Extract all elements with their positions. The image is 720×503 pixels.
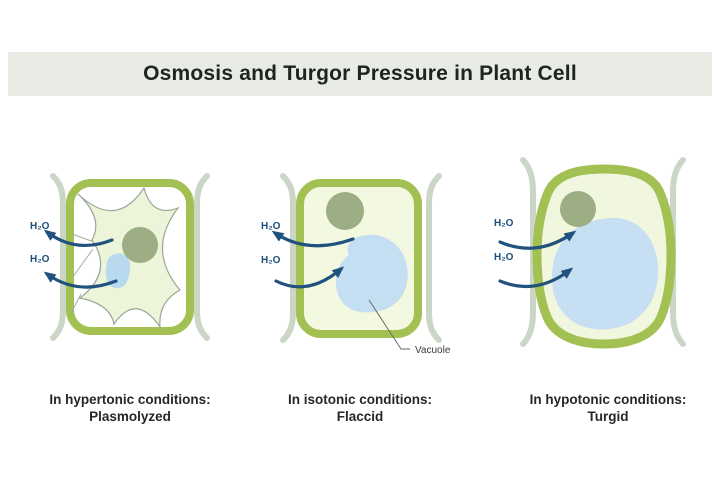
water-label: H₂O xyxy=(261,221,281,232)
isotonic-cell-illustration: H₂O H₂O Vacuole xyxy=(261,173,451,356)
vacuole xyxy=(105,253,131,289)
vacuole-pointer-line xyxy=(368,299,410,350)
membrane-strand xyxy=(71,233,95,243)
vacuole xyxy=(336,234,408,313)
water-outflow-arrow xyxy=(43,229,114,247)
caption-condition: In hypertonic conditions: xyxy=(49,392,211,407)
neighbor-cell-wall-right xyxy=(426,173,442,343)
caption-condition: In isotonic conditions: xyxy=(288,392,432,407)
vacuole-label: Vacuole xyxy=(415,345,451,356)
water-label: H₂O xyxy=(30,254,50,265)
water-inflow-arrow xyxy=(274,266,345,289)
caption-state: Plasmolyzed xyxy=(89,409,171,424)
hypotonic-cell-illustration: H₂O H₂O xyxy=(494,157,686,349)
caption-isotonic: In isotonic conditions: Flaccid xyxy=(250,391,470,425)
neighbor-cell-wall-left xyxy=(520,157,536,347)
panel-hypotonic: H₂O H₂O xyxy=(480,145,715,375)
caption-state: Flaccid xyxy=(336,409,384,424)
caption-state: Turgid xyxy=(587,409,629,424)
water-label: H₂O xyxy=(30,221,50,232)
nucleus xyxy=(122,227,158,263)
caption-condition: In hypotonic conditions: xyxy=(529,392,687,407)
nucleus xyxy=(560,191,596,227)
panel-hypertonic: H₂O H₂O xyxy=(20,150,240,365)
membrane-strand xyxy=(71,248,94,279)
hypertonic-cell-illustration: H₂O H₂O xyxy=(30,173,210,341)
panel-isotonic: H₂O H₂O Vacuole xyxy=(250,150,480,365)
neighbor-cell-wall-left xyxy=(280,173,296,343)
water-outflow-arrow xyxy=(271,230,355,248)
page-title: Osmosis and Turgor Pressure in Plant Cel… xyxy=(143,62,577,85)
nucleus xyxy=(326,192,364,230)
water-label: H₂O xyxy=(494,218,514,229)
caption-hypotonic: In hypotonic conditions: Turgid xyxy=(497,391,719,425)
title-banner: Osmosis and Turgor Pressure in Plant Cel… xyxy=(8,52,712,96)
neighbor-cell-wall-right xyxy=(194,173,210,341)
water-label: H₂O xyxy=(261,255,281,266)
vacuole xyxy=(551,217,659,330)
water-inflow-arrow xyxy=(498,267,574,289)
caption-hypertonic: In hypertonic conditions: Plasmolyzed xyxy=(20,391,240,425)
water-label: H₂O xyxy=(494,252,514,263)
water-inflow-arrow xyxy=(498,230,577,250)
neighbor-cell-wall-left xyxy=(50,173,66,341)
membrane-strand xyxy=(70,293,82,314)
water-outflow-arrow xyxy=(43,271,118,289)
